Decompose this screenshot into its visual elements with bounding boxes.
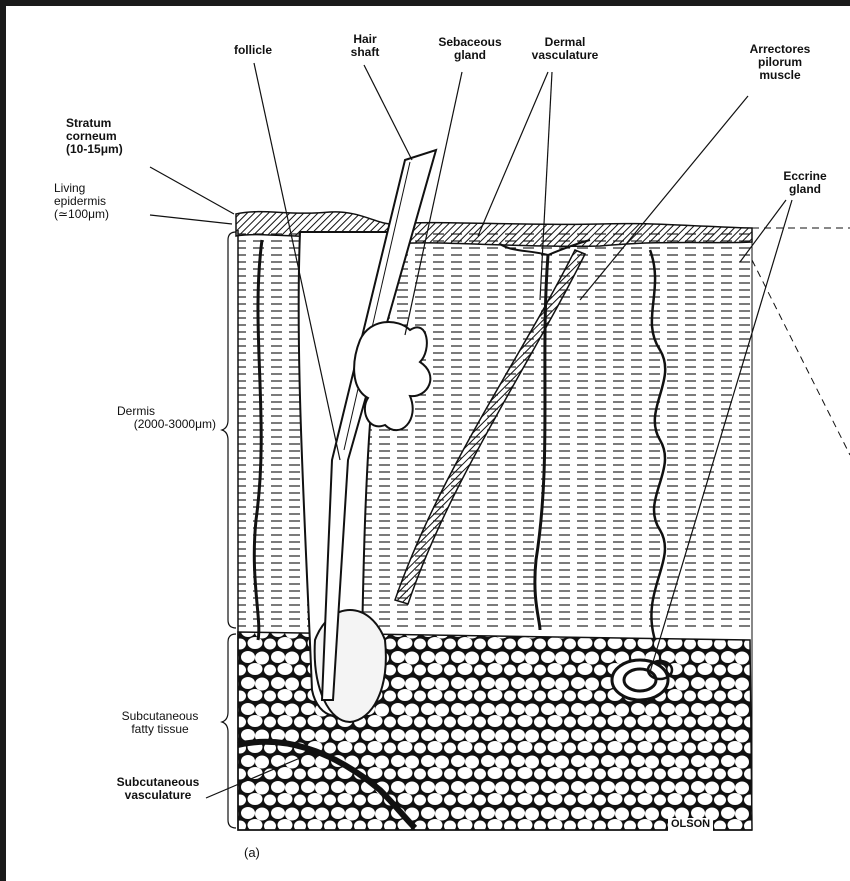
- label-subvasc-line2: vasculature: [100, 789, 216, 802]
- signature-olson: OLSON: [668, 818, 713, 831]
- label-dermal-vasculature: Dermal vasculature: [515, 36, 615, 62]
- label-subcutaneous-vasculature: Subcutaneous vasculature: [100, 776, 216, 802]
- label-subcutaneous-fatty: Subcutaneous fatty tissue: [100, 710, 220, 736]
- panel-label: (a): [244, 846, 260, 859]
- label-hair-shaft: Hair shaft: [330, 33, 400, 59]
- label-eccrine-gland: Eccrine gland: [770, 170, 840, 196]
- label-dermal-line2: vasculature: [515, 49, 615, 62]
- label-stratum-line3: (10-15μm): [66, 143, 123, 156]
- label-hair-shaft-line2: shaft: [330, 46, 400, 59]
- label-sebaceous-gland: Sebaceous gland: [425, 36, 515, 62]
- label-living-line3: (≃100μm): [54, 208, 109, 221]
- label-dermis: Dermis (2000-3000μm): [56, 405, 216, 431]
- label-stratum-corneum: Stratum corneum (10-15μm): [66, 117, 123, 156]
- label-fatty-line2: fatty tissue: [100, 723, 220, 736]
- label-dermis-line2: (2000-3000μm): [56, 418, 216, 431]
- label-arrectores-line3: muscle: [735, 69, 825, 82]
- label-living-epidermis: Living epidermis (≃100μm): [54, 182, 109, 221]
- label-sebaceous-line2: gland: [425, 49, 515, 62]
- label-follicle: follicle: [218, 44, 288, 57]
- label-eccrine-line2: gland: [770, 183, 840, 196]
- layer-braces: [222, 232, 236, 828]
- label-arrectores: Arrectores pilorum muscle: [735, 43, 825, 82]
